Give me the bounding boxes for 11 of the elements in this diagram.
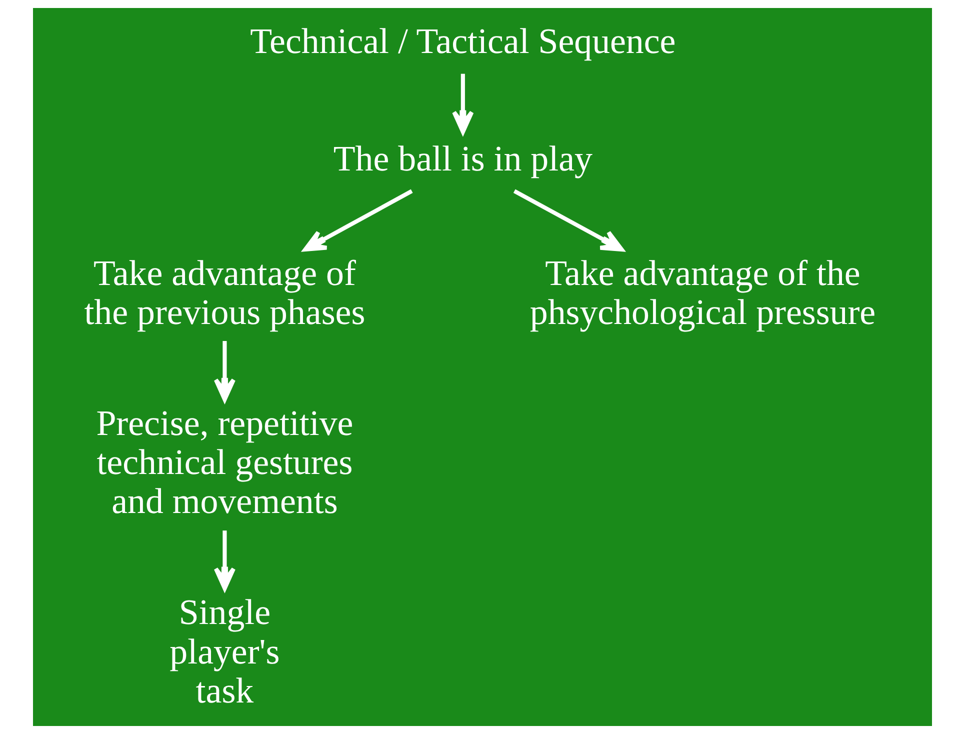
node-text: Precise, repetitive technical gestures and movements (96, 402, 353, 522)
arrow (213, 341, 236, 402)
arrow (213, 530, 236, 590)
node-text: The ball is in play (332, 138, 592, 179)
arrow (302, 189, 412, 252)
node-text: Take advantage of the phsychological pressure (529, 252, 876, 332)
node-text: Take advantage of the previous phases (84, 252, 365, 332)
node-text: Single player's task (169, 592, 280, 710)
arrow (452, 74, 474, 134)
node-text: Technical / Tactical Sequence (250, 21, 676, 62)
arrow (512, 189, 624, 252)
